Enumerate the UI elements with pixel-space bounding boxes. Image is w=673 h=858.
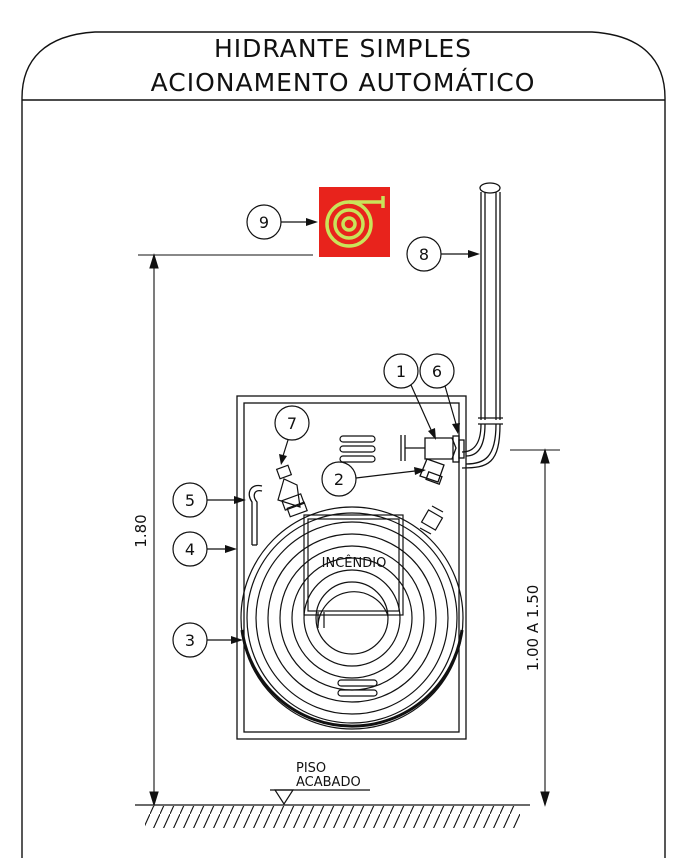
- nozzle-hook: [248, 484, 263, 546]
- callout-8-label: 8: [419, 245, 429, 264]
- valve-adapter: [452, 435, 465, 463]
- supply-pipe: [461, 182, 503, 469]
- callout-7: 7: [274, 405, 310, 465]
- callout-6-label: 6: [432, 362, 442, 381]
- dimension-valve-height-label: 1.00 A 1.50: [524, 585, 542, 672]
- hydrant-valve: [400, 435, 457, 485]
- callout-1-label: 1: [396, 362, 406, 381]
- callout-1: 1: [383, 353, 436, 440]
- hydrant-cabinet: [236, 395, 467, 740]
- callout-9: 9: [246, 204, 318, 240]
- callout-7-label: 7: [287, 414, 297, 433]
- floor-label-line-1: PISO: [296, 761, 326, 776]
- callout-8: 8: [406, 236, 480, 272]
- dimension-total-height-label: 1.80: [132, 514, 150, 547]
- cabinet-vent-top: [339, 435, 376, 463]
- callout-4: 4: [172, 531, 237, 567]
- cabinet-vent-bottom: [337, 679, 378, 697]
- callout-3: 3: [172, 622, 243, 658]
- callout-5: 5: [172, 482, 246, 518]
- floor-level-triangle-icon: [270, 789, 370, 806]
- hose-nozzle: [275, 464, 308, 518]
- cabinet-label: INCÊNDIO: [322, 555, 387, 571]
- hose-coupling: [419, 505, 444, 535]
- drawing-frame: [21, 31, 666, 858]
- callout-2-label: 2: [334, 470, 344, 489]
- callout-4-label: 4: [185, 540, 195, 559]
- dimension-total-height: [138, 253, 313, 807]
- fire-hose-sign-icon: [319, 187, 390, 257]
- callout-9-label: 9: [259, 213, 269, 232]
- dimension-valve-height: [510, 448, 560, 807]
- floor-label-line-2: ACABADO: [296, 775, 361, 790]
- callout-3-label: 3: [185, 631, 195, 650]
- title-line-2: ACIONAMENTO AUTOMÁTICO: [151, 68, 536, 97]
- title-line-1: HIDRANTE SIMPLES: [214, 34, 472, 63]
- cabinet-window: [303, 514, 404, 616]
- callout-5-label: 5: [185, 491, 195, 510]
- callout-6: 6: [419, 353, 460, 434]
- callout-2: 2: [321, 461, 426, 497]
- floor: [135, 804, 530, 828]
- hose-reel: [240, 506, 464, 730]
